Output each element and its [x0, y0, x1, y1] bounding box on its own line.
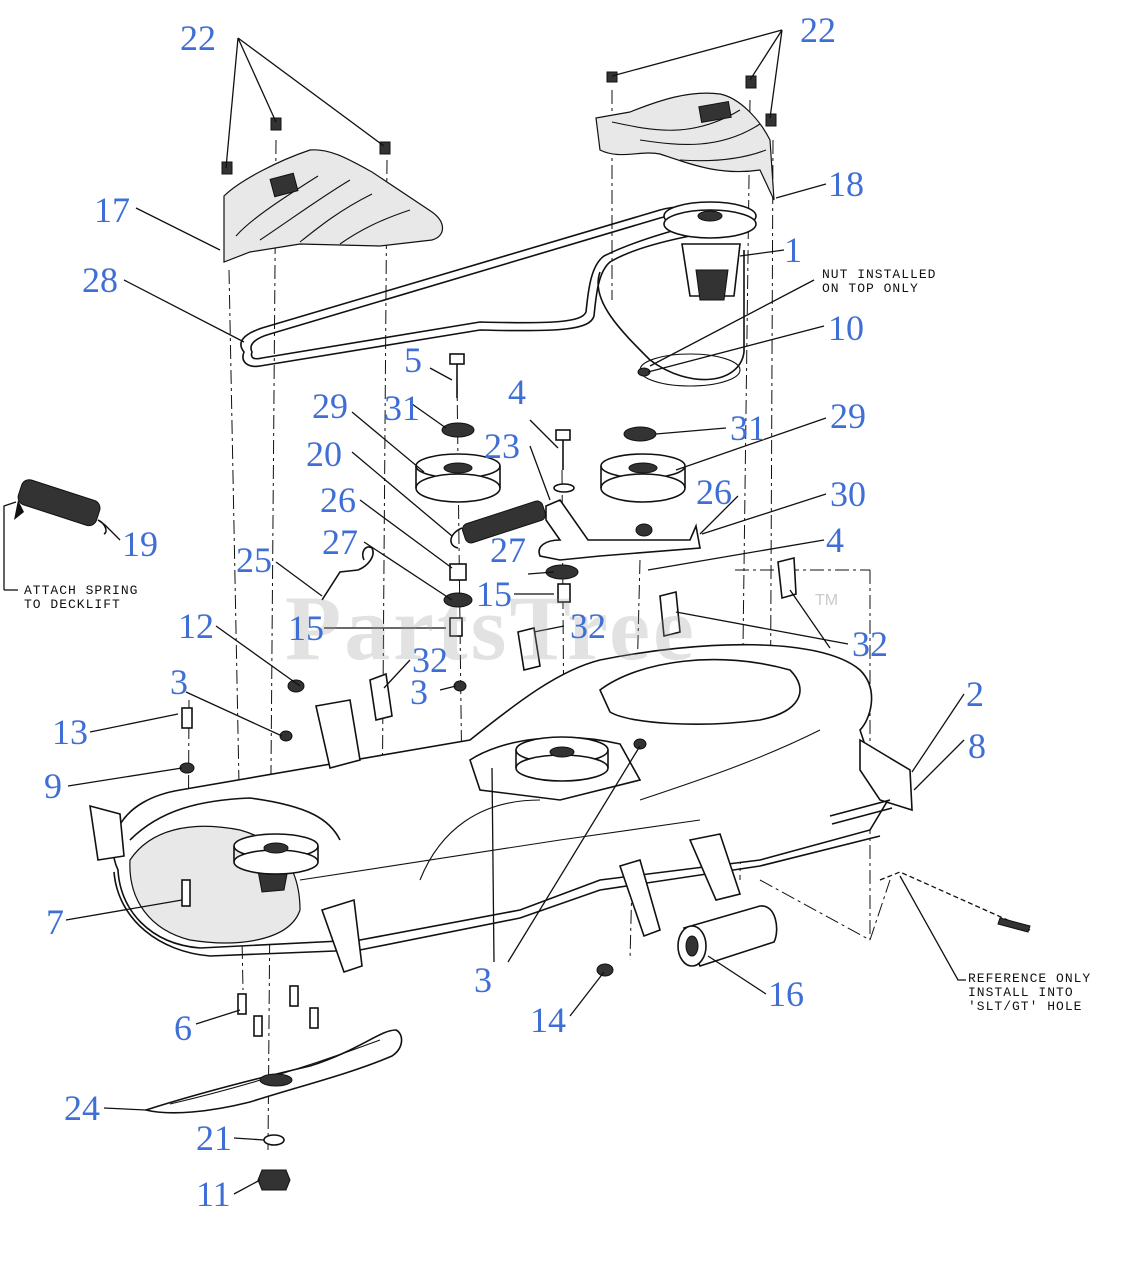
callout-24[interactable]: 24	[64, 1088, 100, 1128]
callout-27-left[interactable]: 27	[322, 522, 358, 562]
callout-4-top[interactable]: 4	[508, 372, 526, 412]
spacers	[443, 563, 579, 637]
callout-27-right[interactable]: 27	[490, 530, 526, 570]
callout-32-right[interactable]: 32	[852, 624, 888, 664]
spring-arrow-head	[14, 500, 24, 520]
brackets-32	[369, 556, 797, 721]
callout-6[interactable]: 6	[174, 1008, 192, 1048]
blade-24	[143, 1029, 403, 1114]
bearing-31-right	[623, 426, 657, 442]
reference-rod-tip	[997, 917, 1031, 933]
callout-3-bottom[interactable]: 3	[474, 960, 492, 1000]
callout-10[interactable]: 10	[828, 308, 864, 348]
bolts-5-4	[449, 353, 575, 493]
callout-26-left[interactable]: 26	[320, 480, 356, 520]
callout-4-right[interactable]: 4	[826, 520, 844, 560]
washer-21	[263, 1134, 285, 1146]
callout-20[interactable]: 20	[306, 434, 342, 474]
callout-22-left[interactable]: 22	[180, 18, 216, 58]
nut-11	[257, 1169, 291, 1191]
note-nut-installed: NUT INSTALLED ON TOP ONLY	[822, 267, 937, 296]
callout-12[interactable]: 12	[178, 606, 214, 646]
reference-rod	[879, 871, 1031, 931]
callout-16[interactable]: 16	[768, 974, 804, 1014]
callout-2[interactable]: 2	[966, 674, 984, 714]
gauge-wheel-16	[677, 905, 778, 967]
callout-15-left[interactable]: 15	[288, 608, 324, 648]
note-attach-spring: ATTACH SPRING TO DECKLIFT	[24, 583, 139, 612]
mower-deck	[112, 643, 902, 957]
callout-21[interactable]: 21	[196, 1118, 232, 1158]
callout-32-left[interactable]: 32	[412, 640, 448, 680]
callout-13[interactable]: 13	[52, 712, 88, 752]
callout-15-right[interactable]: 15	[476, 574, 512, 614]
callout-14[interactable]: 14	[530, 1000, 566, 1040]
callout-11[interactable]: 11	[196, 1174, 231, 1214]
drive-belt	[240, 206, 702, 368]
callout-8[interactable]: 8	[968, 726, 986, 766]
idler-pulley-right	[600, 453, 686, 503]
spindle-assembly	[597, 201, 757, 387]
callout-19[interactable]: 19	[122, 524, 158, 564]
callout-29-right[interactable]: 29	[830, 396, 866, 436]
spring-20	[450, 500, 546, 549]
idler-pulley-left	[415, 453, 501, 503]
bearing-31-left	[441, 422, 475, 438]
callout-28[interactable]: 28	[82, 260, 118, 300]
callout-9[interactable]: 9	[44, 766, 62, 806]
callout-31-left[interactable]: 31	[384, 388, 420, 428]
callout-3-center[interactable]: 3	[410, 672, 428, 712]
deck-pulley-center	[515, 736, 609, 782]
callout-22-right[interactable]: 22	[800, 10, 836, 50]
left-belt-cover	[223, 149, 444, 263]
spring-19	[17, 479, 107, 535]
idler-arm-30	[538, 499, 701, 561]
note-reference-only: REFERENCE ONLY INSTALL INTO 'SLT/GT' HOL…	[968, 971, 1092, 1014]
callout-7[interactable]: 7	[46, 902, 64, 942]
callout-1[interactable]: 1	[784, 230, 802, 270]
right-belt-cover	[595, 92, 775, 201]
callout-32-center[interactable]: 32	[570, 606, 606, 646]
deck-brackets	[89, 699, 913, 974]
callout-3-left[interactable]: 3	[170, 662, 188, 702]
callout-26-right[interactable]: 26	[696, 472, 732, 512]
leader-lines	[3, 29, 966, 1195]
callout-18[interactable]: 18	[828, 164, 864, 204]
callout-31-right[interactable]: 31	[730, 408, 766, 448]
callout-17[interactable]: 17	[94, 190, 130, 230]
callout-29-left[interactable]: 29	[312, 386, 348, 426]
watermark: PartsTree	[285, 577, 697, 679]
watermark-tm: TM	[815, 592, 839, 609]
small-parts	[179, 679, 647, 1037]
callout-30[interactable]: 30	[830, 474, 866, 514]
callout-23[interactable]: 23	[484, 426, 520, 466]
deck-pulley-left	[233, 833, 319, 875]
callout-25[interactable]: 25	[236, 540, 272, 580]
callout-5[interactable]: 5	[404, 340, 422, 380]
